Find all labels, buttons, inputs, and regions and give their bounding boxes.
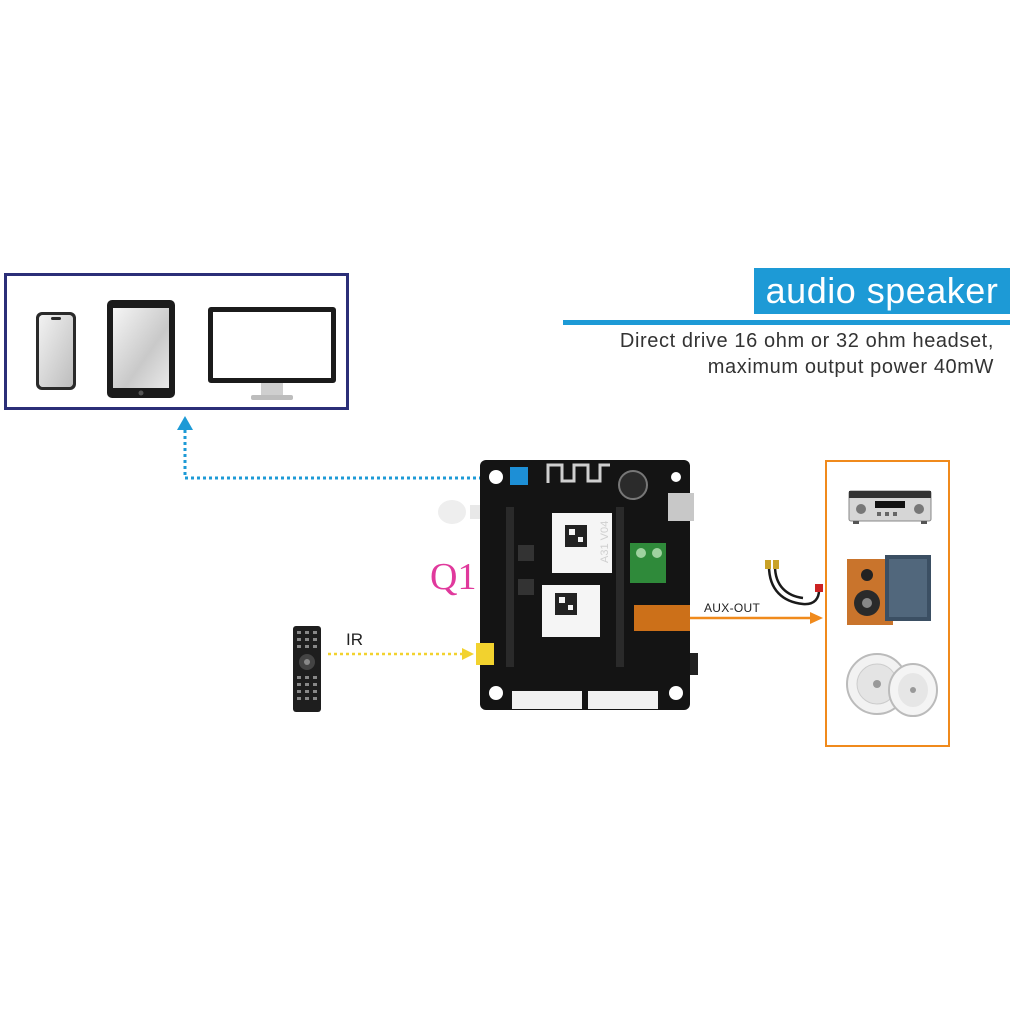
board-silkscreen: A31 V04 — [599, 521, 611, 563]
smartphone-icon — [36, 312, 76, 390]
description-line-2: maximum output power 40mW — [707, 356, 994, 378]
monitor-icon — [208, 307, 336, 400]
ir-remote-icon — [293, 626, 321, 712]
bookshelf-speaker-icon — [847, 555, 931, 625]
source-devices-box — [4, 273, 349, 410]
title-banner: audio speaker — [754, 268, 1010, 314]
ir-label: IR — [346, 630, 363, 649]
wifi-link-arrow — [177, 416, 193, 430]
aux-out-label: AUX-OUT — [704, 601, 761, 615]
speaker-devices-box — [825, 460, 950, 747]
rca-cable-icon — [765, 560, 823, 606]
amplifier-icon — [848, 490, 932, 524]
ir-link-arrow — [462, 648, 474, 660]
aux-link-arrow — [810, 612, 823, 624]
ceiling-speaker-icon — [846, 653, 938, 717]
description-line-1: Direct drive 16 ohm or 32 ohm headset, — [619, 330, 994, 352]
tablet-icon — [107, 300, 175, 398]
bluetooth-audio-board: A31 V04 — [438, 460, 698, 710]
wifi-link-line — [183, 428, 500, 480]
led-icon — [438, 500, 466, 524]
board-label-q1: Q1 — [430, 556, 477, 598]
title-underline — [563, 320, 1010, 325]
